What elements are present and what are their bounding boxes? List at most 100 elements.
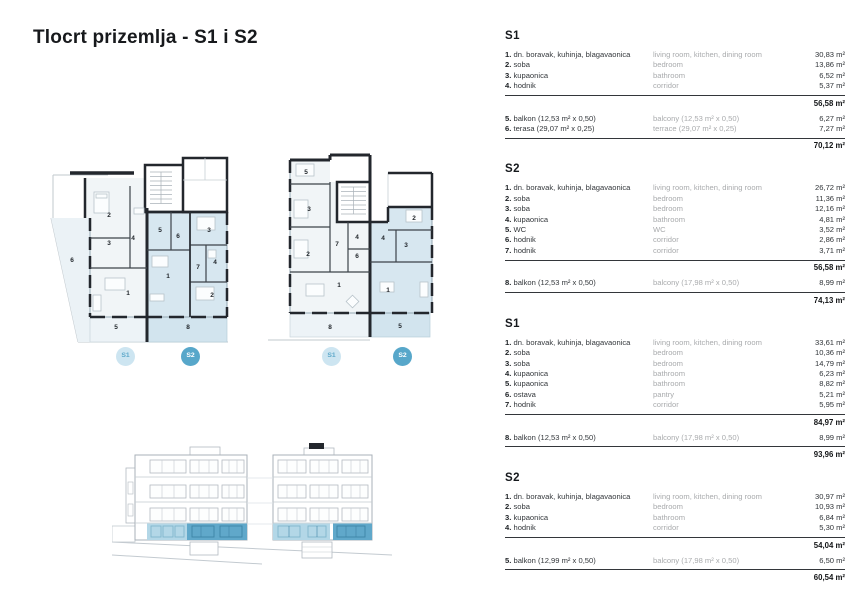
area-row: 5. balkon (12,53 m² x 0,50)balcony (12,5… xyxy=(505,114,845,124)
room-number-prefix: 6. xyxy=(505,235,512,245)
room-name-hr: soba xyxy=(513,348,530,358)
room-label-hr: 4. hodnik xyxy=(505,523,653,533)
room-name-en: balcony (17,98 m² x 0,50) xyxy=(653,555,740,565)
room-number-prefix: 3. xyxy=(505,512,512,522)
adjacent-rooms xyxy=(387,172,433,208)
room-name-hr: hodnik xyxy=(513,400,536,410)
furniture xyxy=(92,191,217,312)
terrace-area xyxy=(51,218,90,342)
room-number: 1 xyxy=(126,289,130,297)
room-area: 8,99 m² xyxy=(819,278,845,288)
room-number: 6 xyxy=(70,256,74,264)
room-label-hr: 5. WC xyxy=(505,225,653,235)
room-number-prefix: 2. xyxy=(505,502,512,512)
floor-plan-right: 5 3 2 7 4 6 1 8 2 4 3 1 5 S1 S2 xyxy=(268,142,475,366)
room-label-hr: 5. balkon (12,53 m² x 0,50) xyxy=(505,114,653,124)
building-elevation-drawing xyxy=(112,443,392,565)
room-area: 4,81 m² xyxy=(819,214,845,224)
room-number-prefix: 3. xyxy=(505,70,512,80)
room-name-en: bathroom xyxy=(653,214,686,224)
room-number: 2 xyxy=(306,250,310,258)
area-row: 6. terasa (29,07 m² x 0,25)terrace (29,0… xyxy=(505,124,845,134)
room-name-en: living room, kitchen, dining room xyxy=(653,491,762,501)
room-area: 26,72 m² xyxy=(815,183,845,193)
stair-treads xyxy=(150,171,172,204)
room-number: 5 xyxy=(304,168,308,176)
unit-badge-s2: S2 xyxy=(181,347,200,366)
room-number-prefix: 3. xyxy=(505,358,512,368)
total-rule xyxy=(505,137,845,139)
room-number-prefix: 1. xyxy=(505,183,512,193)
room-name-hr: balkon (12,53 m² x 0,50) xyxy=(513,432,596,442)
room-label-hr: 7. hodnik xyxy=(505,246,653,256)
room-name-en: living room, kitchen, dining room xyxy=(653,183,762,193)
total-rule xyxy=(505,292,845,294)
ground-floor-s1-left xyxy=(147,523,187,540)
ground-floor-s2-right xyxy=(333,523,372,540)
balcony-s1-area xyxy=(89,316,148,343)
room-name-hr: kupaonica xyxy=(513,368,549,378)
room-number-prefix: 5. xyxy=(505,113,512,123)
room-area: 10,93 m² xyxy=(815,502,845,512)
room-area: 14,79 m² xyxy=(815,358,845,368)
unit-badge-s2: S2 xyxy=(393,347,412,366)
room-area: 2,86 m² xyxy=(819,235,845,245)
area-group: 1. dn. boravak, kuhinja, blagavaonica liv… xyxy=(505,183,845,273)
room-name-en: bedroom xyxy=(653,193,683,203)
page-title: Tlocrt prizemlja - S1 i S2 xyxy=(33,27,258,49)
room-name-en: bathroom xyxy=(653,368,686,378)
room-area: 11,36 m² xyxy=(815,193,845,203)
room-name-en: corridor xyxy=(653,523,679,533)
room-name-hr: hodnik xyxy=(513,235,536,245)
room-name-hr: WC xyxy=(513,225,527,235)
room-number-prefix: 2. xyxy=(505,193,512,203)
room-name-en: pantry xyxy=(653,389,675,399)
room-number-prefix: 6. xyxy=(505,389,512,399)
room-number-prefix: 1. xyxy=(505,491,512,501)
room-label-hr: 4. hodnik xyxy=(505,81,653,91)
room-name-en: terrace (29,07 m² x 0,25) xyxy=(653,124,737,134)
building-elevation xyxy=(112,438,392,588)
room-number-prefix: 5. xyxy=(505,225,512,235)
room-number-prefix: 8. xyxy=(505,278,512,288)
room-number-prefix: 4. xyxy=(505,81,512,91)
room-name-hr: dn. boravak, kuhinja, blagavaonica xyxy=(513,183,631,193)
room-area: 3,52 m² xyxy=(819,225,845,235)
room-name-hr: kupaonica xyxy=(513,70,549,80)
room-label-hr: 7. hodnik xyxy=(505,400,653,410)
room-number: 4 xyxy=(381,234,385,242)
room-area: 5,30 m² xyxy=(819,523,845,533)
room-name-en: bedroom xyxy=(653,204,683,214)
room-number: 3 xyxy=(307,205,311,213)
room-number: 8 xyxy=(186,323,190,331)
room-name-hr: balkon (12,53 m² x 0,50) xyxy=(513,278,596,288)
room-number: 2 xyxy=(107,211,111,219)
room-name-en: bathroom xyxy=(653,379,686,389)
room-name-hr: dn. boravak, kuhinja, blagavaonica xyxy=(513,50,631,59)
room-area: 5,37 m² xyxy=(819,81,845,91)
area-row: 5. balkon (12,99 m² x 0,50)balcony (17,9… xyxy=(505,556,845,566)
group-total: 60,54 m² xyxy=(813,572,845,582)
room-name-hr: dn. boravak, kuhinja, blagavaonica xyxy=(513,337,631,347)
room-name-hr: soba xyxy=(513,193,530,203)
room-number: 1 xyxy=(386,286,390,294)
room-number: 3 xyxy=(107,239,111,247)
room-name-hr: soba xyxy=(513,358,530,368)
chimney-right xyxy=(309,443,324,449)
room-area: 8,99 m² xyxy=(819,432,845,442)
room-name-hr: dn. boravak, kuhinja, blagavaonica xyxy=(513,491,631,501)
room-label-hr: 6. hodnik xyxy=(505,235,653,245)
